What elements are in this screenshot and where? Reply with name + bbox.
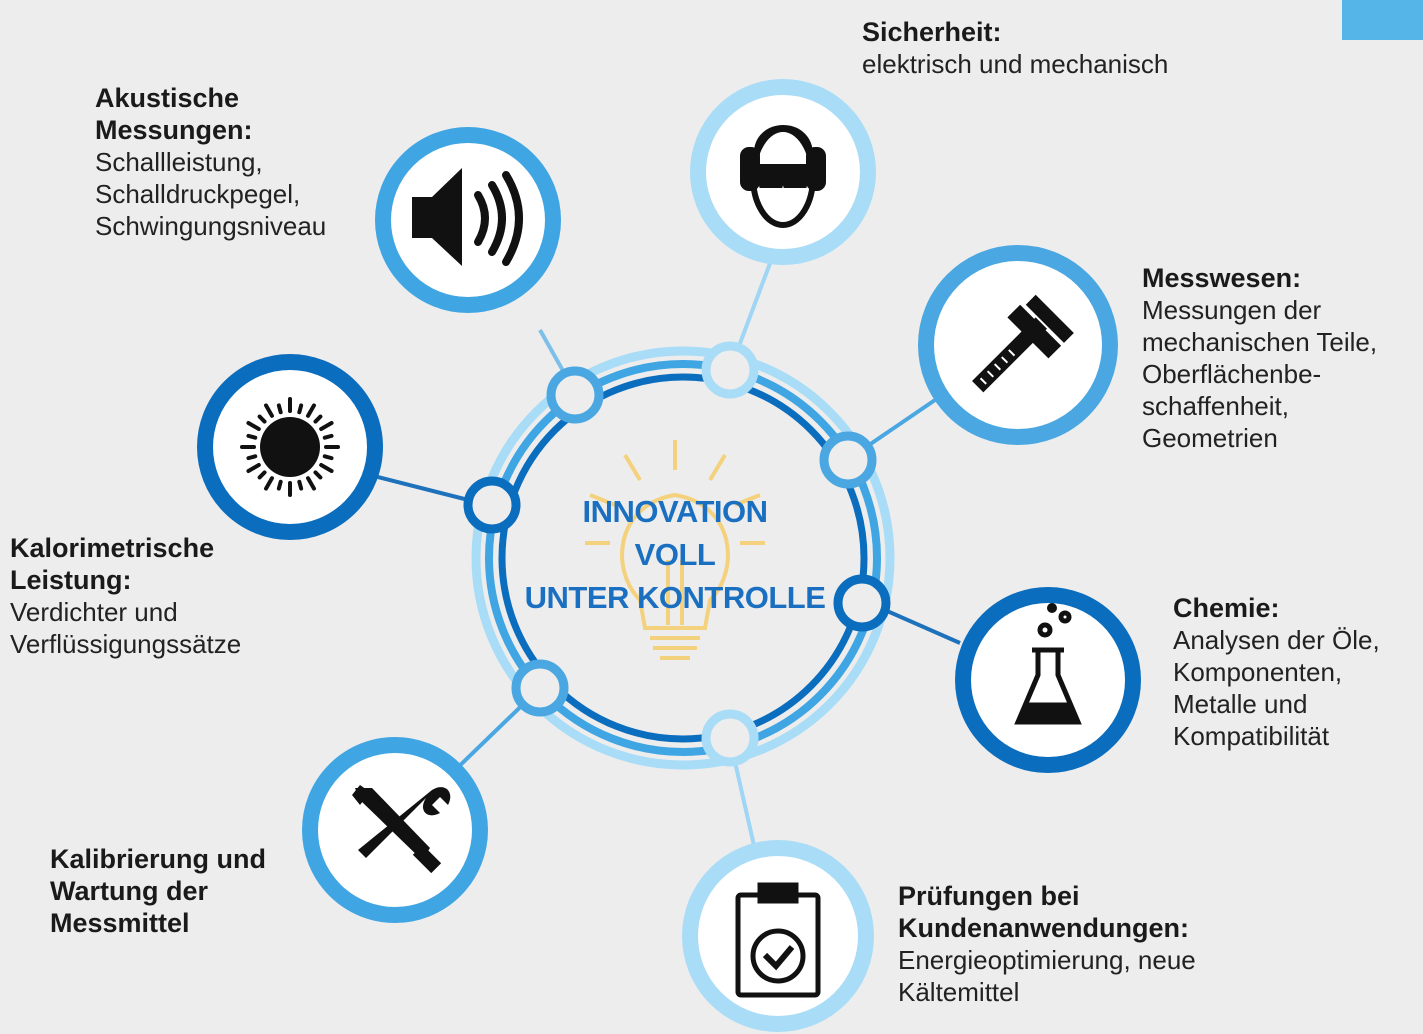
sun-ray — [319, 421, 334, 431]
sun-ray — [297, 479, 304, 491]
node-circle-akustik — [375, 127, 561, 313]
label-akustik: Akustische Messungen: Schallleistung, Sc… — [95, 82, 395, 242]
sun-ray — [264, 476, 274, 491]
sun-ray — [246, 454, 258, 461]
sun-ray — [264, 403, 274, 418]
label-kalibrierung: Kalibrierung und Wartung der Messmittel — [50, 843, 310, 939]
wrench-screwdriver-icon — [352, 785, 451, 874]
sun-ray — [306, 476, 316, 491]
sun-ray — [246, 463, 261, 473]
label-chemie: Chemie: Analysen der Öle, Komponenten, M… — [1173, 592, 1423, 752]
speaker-sound-icon — [412, 168, 523, 266]
label-pruefungen-title: Prüfungen bei Kundenanwendungen: — [898, 881, 1189, 943]
label-kalibrierung-title: Kalibrierung und Wartung der Messmittel — [50, 844, 266, 938]
label-sicherheit-title: Sicherheit: — [862, 17, 1002, 47]
label-kalorimetrie: Kalorimetrische Leistung: Verdichter und… — [10, 532, 290, 660]
label-chemie-title: Chemie: — [1173, 593, 1280, 623]
center-title-line3: UNTER KONTROLLE — [524, 580, 826, 615]
label-sicherheit-desc: elektrisch und mechanisch — [862, 49, 1169, 79]
node-circle-chemie — [955, 587, 1141, 773]
sun-ray — [246, 433, 258, 440]
label-sicherheit: Sicherheit: elektrisch und mechanisch — [862, 16, 1262, 80]
ring-nodes — [463, 341, 891, 767]
sun-icon — [240, 397, 340, 497]
label-akustik-desc: Schallleistung, Schalldruckpegel, Schwin… — [95, 147, 327, 241]
lightbulb-icon — [585, 440, 765, 660]
node-circle-pruefungen — [682, 840, 874, 1032]
corner-accent-tab — [1342, 0, 1423, 40]
label-chemie-desc: Analysen der Öle, Komponenten, Metalle u… — [1173, 625, 1380, 751]
clipboard-check-icon — [735, 882, 821, 998]
label-messwesen-desc: Messungen der mechanischen Teile, Oberfl… — [1142, 295, 1378, 453]
label-messwesen-title: Messwesen: — [1142, 263, 1302, 293]
label-akustik-title: Akustische Messungen: — [95, 83, 253, 145]
center-ring — [471, 346, 895, 770]
corner-tab — [1342, 0, 1423, 40]
sun-ray — [322, 454, 334, 461]
label-pruefungen: Prüfungen bei Kundenanwendungen: Energie… — [898, 880, 1318, 1008]
center-title-line1: INNOVATION — [582, 494, 768, 529]
sun-ray — [276, 403, 283, 415]
sun-ray — [319, 463, 334, 473]
sun-ray — [306, 403, 316, 418]
sun-ray — [322, 433, 334, 440]
flask-icon — [1014, 603, 1082, 725]
sun-ray — [246, 421, 261, 431]
label-kalorimetrie-title: Kalorimetrische Leistung: — [10, 533, 215, 595]
caliper-icon — [972, 294, 1074, 393]
label-messwesen: Messwesen: Messungen der mechanischen Te… — [1142, 262, 1423, 454]
sun-ray — [276, 479, 283, 491]
sun-ray — [297, 403, 304, 415]
safety-goggles-earmuffs-icon — [740, 125, 826, 228]
sun-ray — [257, 414, 267, 424]
label-pruefungen-desc: Energieoptimierung, neue Kältemittel — [898, 945, 1196, 1007]
label-kalorimetrie-desc: Verdichter und Verflüssigungssätze — [10, 597, 242, 659]
center-title: INNOVATION VOLL UNTER KONTROLLE — [510, 490, 840, 619]
center-title-line2: VOLL — [634, 537, 716, 572]
sun-ray — [257, 470, 267, 480]
sun-ray — [313, 414, 323, 424]
sun-ray — [313, 470, 323, 480]
